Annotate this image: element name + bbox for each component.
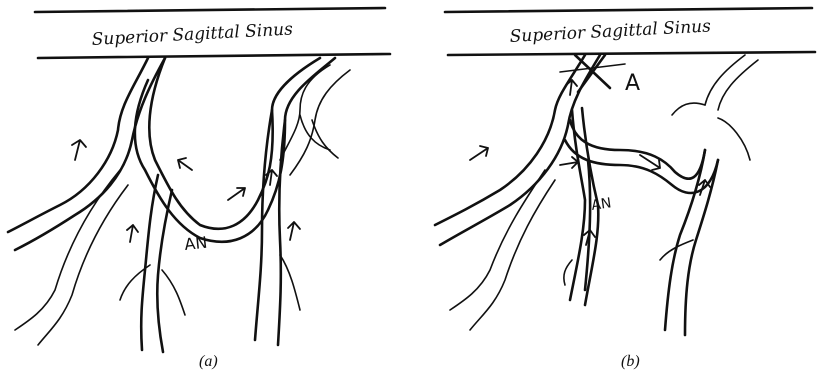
vessel-label-a: AN <box>183 233 208 254</box>
caption-b: (b) <box>621 353 640 370</box>
sinus-bottom-line-b <box>448 52 815 55</box>
sinus-top-line-a <box>35 8 385 12</box>
sinus-top-line-b <box>445 8 812 12</box>
panel-b: Superior Sagittal Sinus A <box>435 8 815 370</box>
panel-a: Superior Sagittal Sinus <box>8 8 390 370</box>
sinus-label-a: Superior Sagittal Sinus <box>91 19 293 50</box>
sinus-bottom-line-a <box>38 54 390 58</box>
branch-down-a <box>120 175 185 352</box>
caption-a: (a) <box>199 353 218 370</box>
vessel-label-b: AN <box>590 195 612 214</box>
sinus-label-b: Superior Sagittal Sinus <box>509 16 711 47</box>
ligation-mark-b <box>560 55 625 92</box>
ligation-label-b: A <box>625 71 640 96</box>
right-vein-b <box>660 55 758 335</box>
left-vein-b <box>435 55 600 330</box>
